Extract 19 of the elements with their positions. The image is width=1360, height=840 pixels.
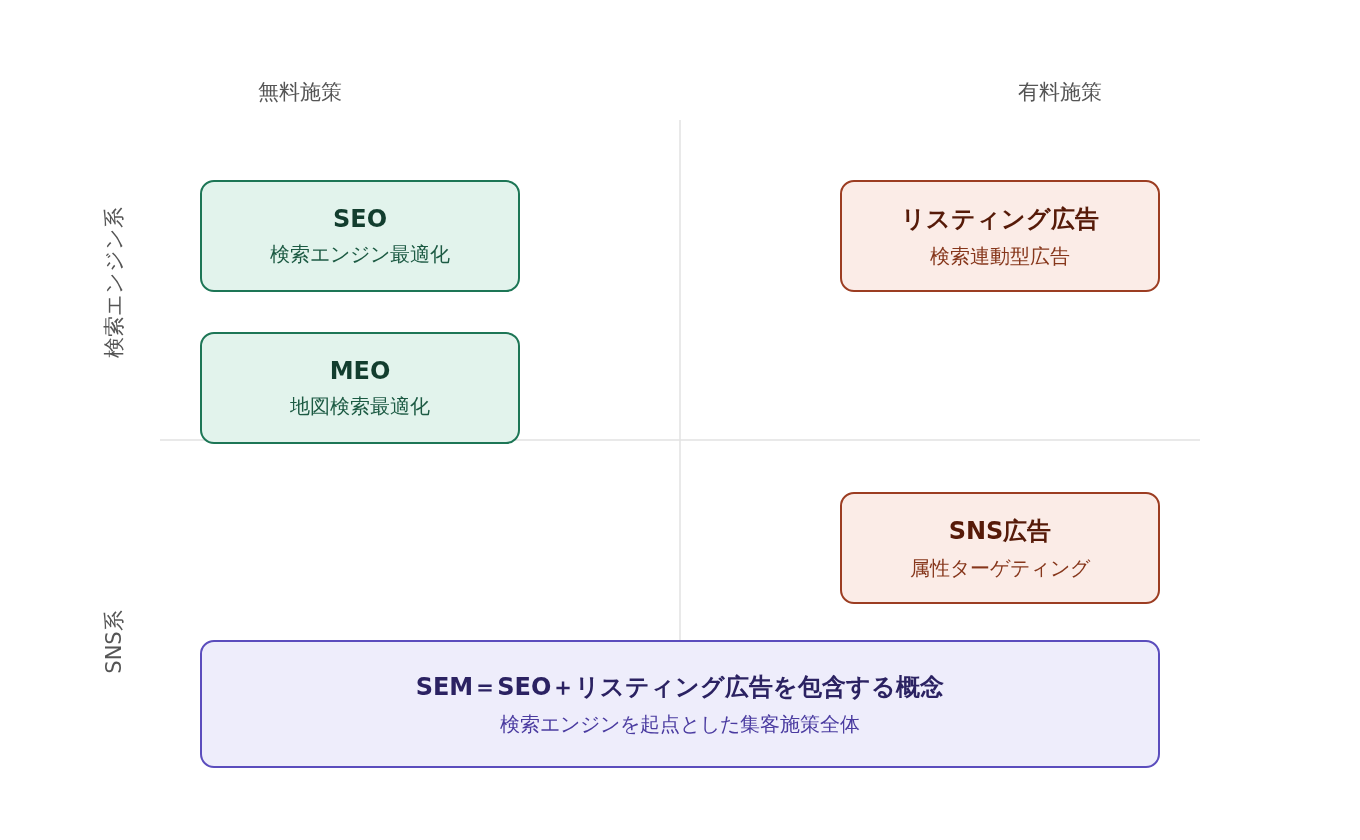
box-subtitle: 検索エンジンを起点とした集客施策全体 [500, 710, 860, 738]
box-title: MEO [329, 356, 391, 385]
category-box [200, 180, 520, 292]
axis-label: 検索エンジン系 [101, 206, 127, 358]
box-subtitle: 検索エンジン最適化 [270, 240, 450, 268]
category-box [840, 180, 1160, 292]
category-box [840, 492, 1160, 604]
box-subtitle: 検索連動型広告 [930, 242, 1070, 270]
box-subtitle: 属性ターゲティング [910, 554, 1090, 582]
category-box [200, 640, 1160, 768]
box-title: SEO [332, 204, 388, 233]
box-title: SEM＝SEO＋リスティング広告を包含する概念 [415, 671, 945, 703]
box-title: リスティング広告 [901, 203, 1099, 235]
axis-label: 有料施策 [1018, 79, 1102, 106]
box-subtitle: 地図検索最適化 [290, 392, 430, 420]
axis-label: 無料施策 [258, 79, 342, 106]
box-title: SNS広告 [948, 515, 1052, 547]
axis-label: SNS系 [101, 610, 127, 674]
category-box [200, 332, 520, 444]
